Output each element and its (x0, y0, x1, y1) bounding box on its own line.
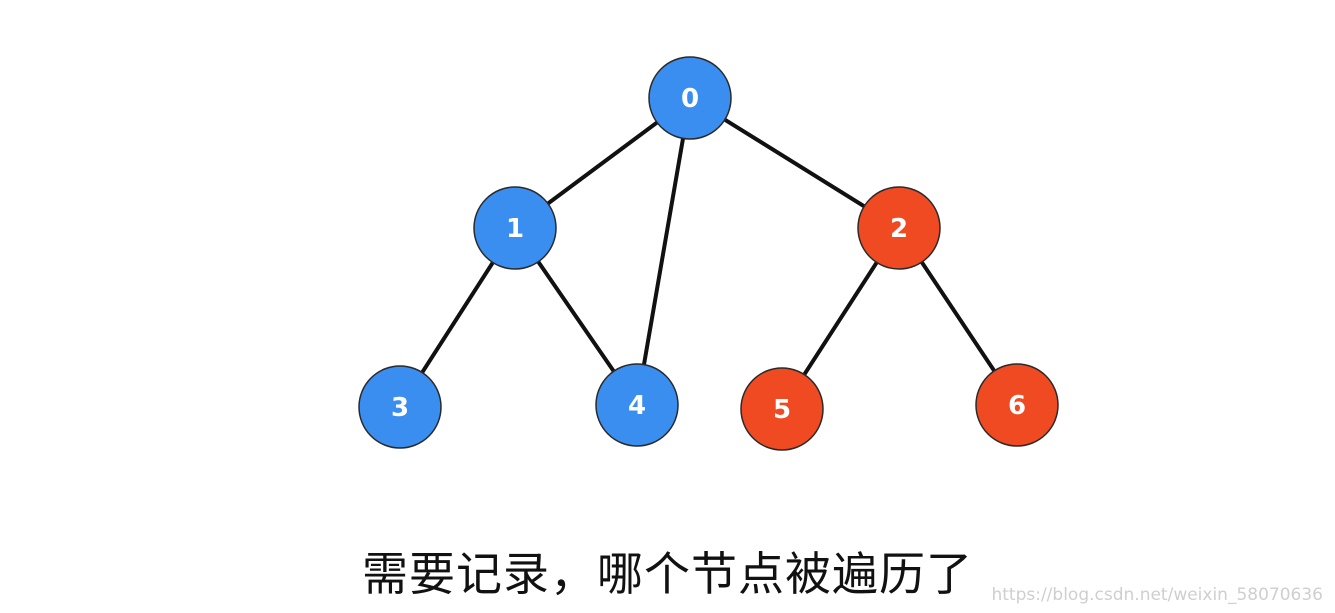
node-label-3: 3 (391, 393, 409, 423)
node-0: 0 (648, 56, 732, 140)
node-label-5: 5 (773, 395, 791, 425)
node-circle-1 (473, 186, 557, 270)
node-circle-6 (975, 363, 1059, 447)
node-circle-2 (857, 186, 941, 270)
node-label-2: 2 (890, 214, 908, 244)
caption-text: 需要记录，哪个节点被遍历了 (362, 547, 973, 601)
node-4: 4 (595, 363, 679, 447)
node-6: 6 (975, 363, 1059, 447)
node-3: 3 (358, 365, 442, 449)
watermark-text: https://blog.csdn.net/weixin_58070636 (991, 585, 1323, 605)
node-circle-4 (595, 363, 679, 447)
node-1: 1 (473, 186, 557, 270)
node-circle-5 (740, 367, 824, 451)
node-circle-3 (358, 365, 442, 449)
edge-0-4 (635, 96, 692, 407)
node-label-1: 1 (506, 214, 524, 244)
graph-nodes: 0 1 2 3 4 5 6 (358, 56, 1059, 451)
node-5: 5 (740, 367, 824, 451)
node-circle-0 (648, 56, 732, 140)
node-label-4: 4 (628, 391, 646, 421)
node-label-6: 6 (1008, 391, 1026, 421)
node-label-0: 0 (681, 84, 699, 114)
node-2: 2 (857, 186, 941, 270)
